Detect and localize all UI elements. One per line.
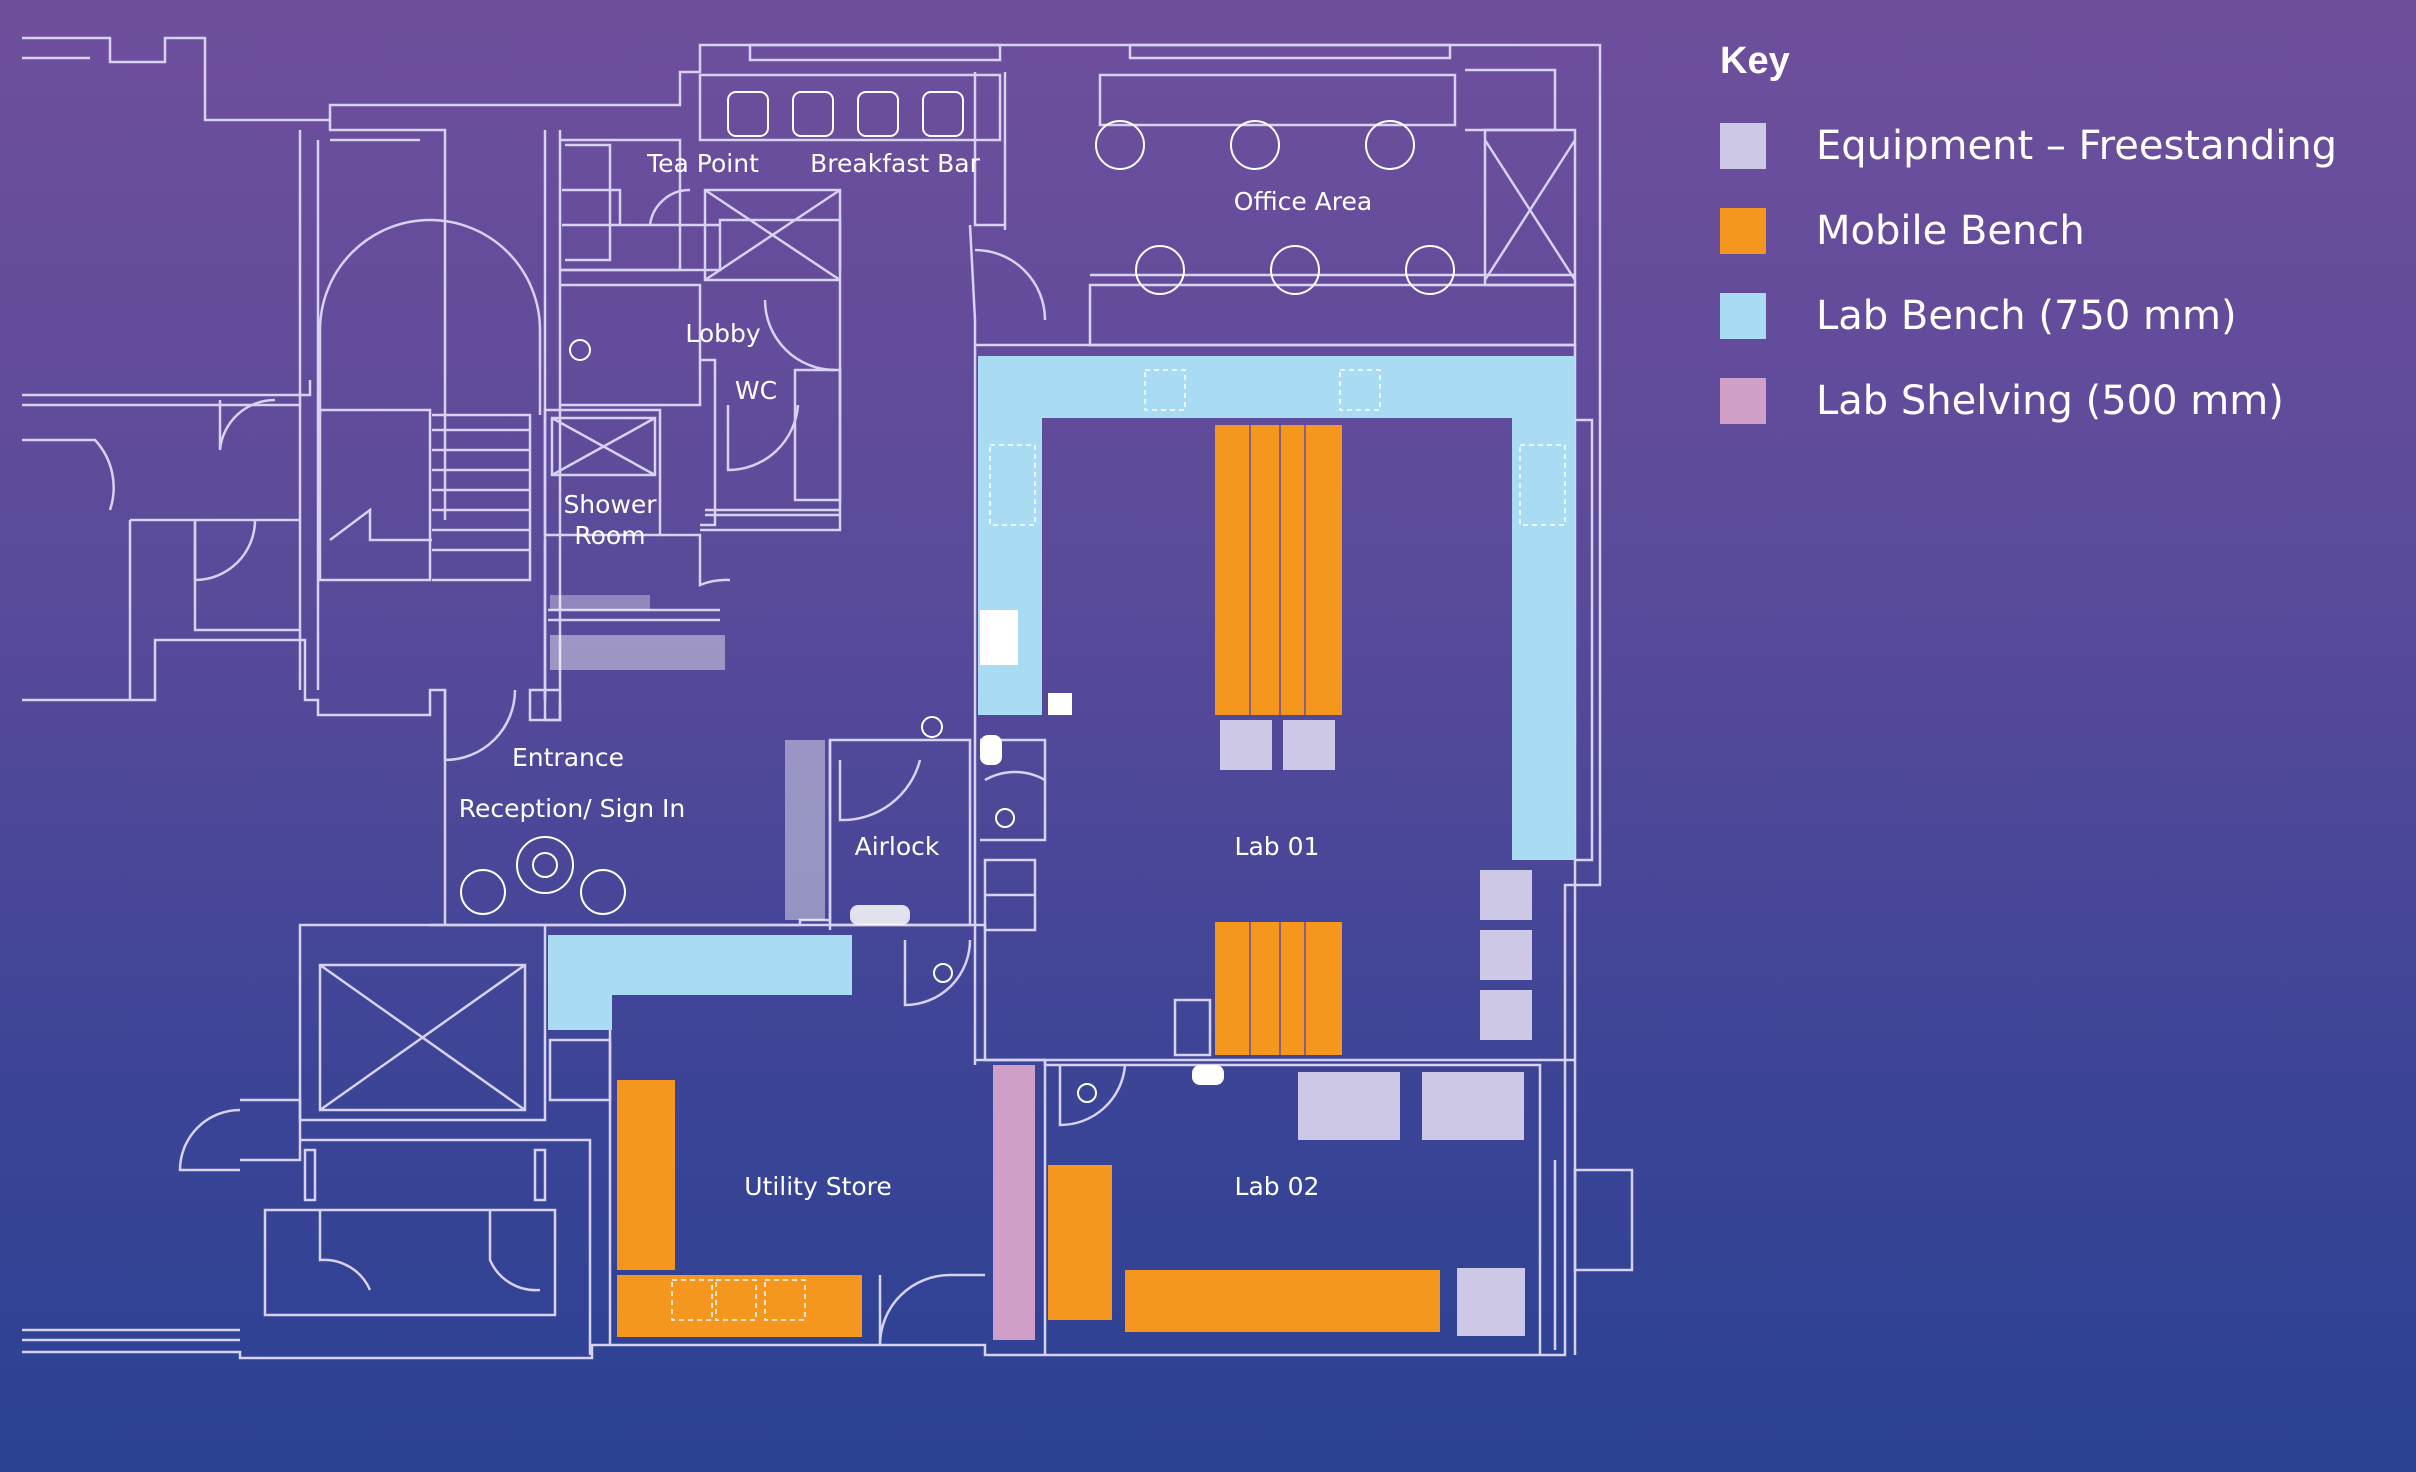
furniture-outlines: [460, 91, 1455, 1103]
legend-label-mobile-bench: Mobile Bench: [1816, 207, 2085, 254]
lab-bench-01-right: [1512, 356, 1575, 860]
lab-fixtures: [980, 610, 1224, 1085]
legend-item-lab-bench: Lab Bench (750 mm): [1720, 273, 2337, 358]
room-label-lab-02: Lab 02: [1235, 1172, 1320, 1201]
mobile-benches: [617, 425, 1440, 1337]
room-label-shower-line1: Shower: [563, 490, 657, 519]
room-label-wc: WC: [735, 376, 777, 405]
legend-swatch-equipment: [1720, 122, 1766, 169]
room-label-lab-01: Lab 01: [1235, 832, 1320, 861]
room-label-reception: Reception/ Sign In: [459, 794, 686, 823]
legend: Key Equipment – Freestanding Mobile Benc…: [1720, 40, 2337, 443]
mobile-bench-utility-bottom: [617, 1275, 862, 1337]
legend-label-equipment: Equipment – Freestanding: [1816, 122, 2338, 169]
legend-swatch-lab-shelving: [1720, 377, 1766, 424]
lab-bench-utility: [548, 935, 852, 1030]
legend-label-lab-shelving: Lab Shelving (500 mm): [1816, 377, 2284, 424]
room-label-entrance: Entrance: [512, 743, 624, 772]
planters: [550, 595, 910, 925]
room-label-shower-line2: Room: [574, 521, 645, 550]
room-label-airlock: Airlock: [855, 832, 940, 861]
mobile-bench-lab01-top: [1215, 425, 1342, 715]
legend-title: Key: [1720, 40, 1790, 82]
mobile-bench-utility-left: [617, 1080, 675, 1270]
bench-dashes: [671, 369, 1566, 1321]
legend-label-lab-bench: Lab Bench (750 mm): [1816, 292, 2237, 339]
equipment-freestanding: [1220, 720, 1532, 1336]
legend-swatch-mobile-bench: [1720, 207, 1766, 254]
legend-item-lab-shelving: Lab Shelving (500 mm): [1720, 358, 2337, 443]
mobile-bench-lab01-bottom: [1215, 922, 1342, 1055]
room-label-office-area: Office Area: [1234, 187, 1372, 216]
room-label-breakfast-bar: Breakfast Bar: [810, 149, 980, 178]
mobile-bench-lab02-bottom: [1125, 1270, 1440, 1332]
mobile-bench-dividers: [1249, 425, 1306, 1055]
room-label-utility-store: Utility Store: [744, 1172, 892, 1201]
legend-swatch-lab-bench: [1720, 292, 1766, 339]
mobile-bench-lab02-left: [1048, 1165, 1112, 1320]
lab-shelving: [993, 1065, 1035, 1340]
plan-walls: [22, 36, 1634, 1360]
legend-item-equipment: Equipment – Freestanding: [1720, 103, 2337, 188]
room-label-tea-point: Tea Point: [646, 149, 759, 178]
lab-benches: [548, 356, 1575, 1030]
legend-item-mobile-bench: Mobile Bench: [1720, 188, 2337, 273]
room-label-lobby: Lobby: [685, 319, 761, 348]
